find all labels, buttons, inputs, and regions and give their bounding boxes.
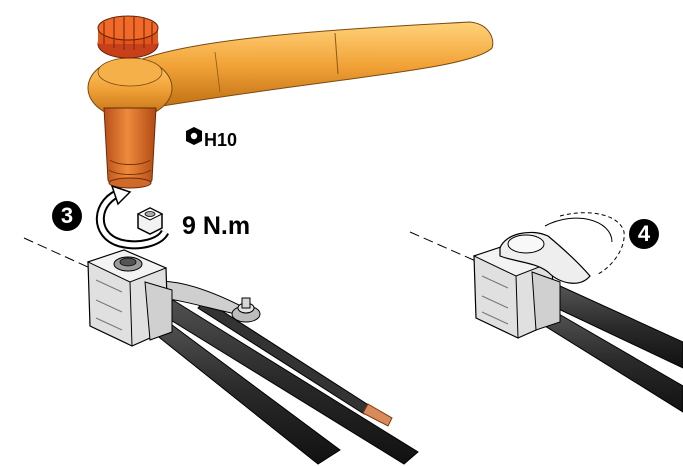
step-badge-3: 3 <box>52 201 82 231</box>
hex-nut-icon <box>136 207 164 235</box>
wrench-knob <box>97 15 159 59</box>
rotation-arrow-icon <box>95 184 170 250</box>
step-badge-4: 4 <box>629 219 659 249</box>
hex-size-label: H10 <box>204 130 238 150</box>
torque-value-label: 9 N.m <box>182 212 251 240</box>
torque-wrench <box>87 15 494 189</box>
cable-upper <box>147 291 419 465</box>
wrench-handle <box>119 21 494 109</box>
connector-assembly-left <box>23 237 419 465</box>
copper-tip <box>362 403 393 427</box>
connector-assembly-right <box>409 212 683 413</box>
hex-socket-icon <box>186 127 202 145</box>
